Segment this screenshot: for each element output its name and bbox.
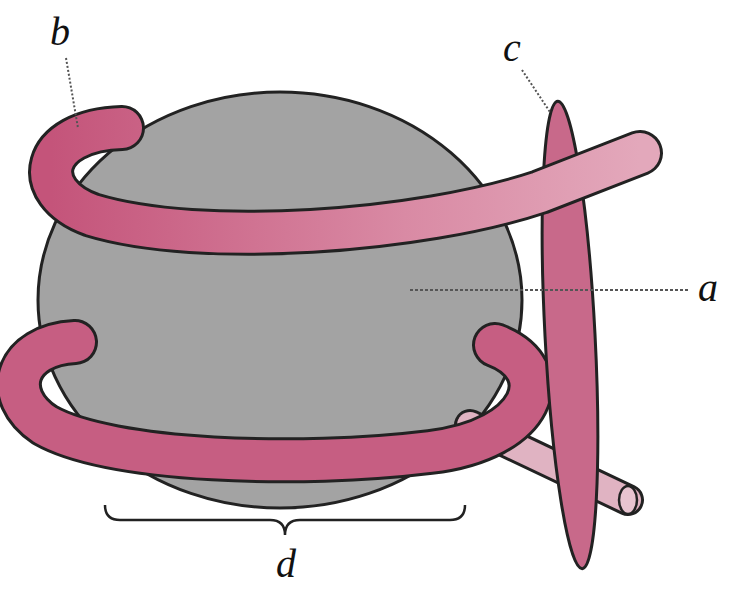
part-label: c [503,28,521,68]
leader-line [66,58,78,128]
leader-line [522,70,550,112]
dna-end [619,486,637,514]
part-label: a [698,268,718,308]
part-label: b [50,12,70,52]
leader-line [410,289,690,291]
dna-turn [19,342,531,460]
dna-outline [19,342,531,460]
dna-outline [51,128,640,233]
bracket [105,505,465,535]
part-label: d [276,544,296,584]
dna-turn [51,128,640,233]
